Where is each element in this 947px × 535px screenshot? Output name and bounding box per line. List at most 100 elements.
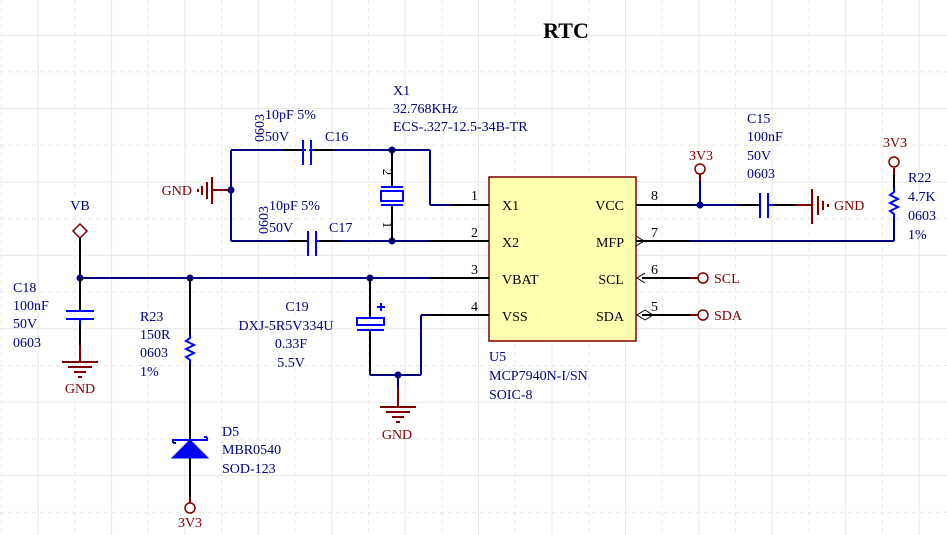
gnd-c19-symbol[interactable]: GND xyxy=(380,388,416,443)
u5-body[interactable] xyxy=(488,176,637,342)
vcc-r22-label: 3V3 xyxy=(883,136,907,151)
vb-label: VB xyxy=(70,199,89,214)
net-port-icon xyxy=(697,272,709,284)
c18-package: 0603 xyxy=(13,336,41,351)
d5-ref: D5 xyxy=(222,425,239,440)
u5-pin-name-scl: SCL xyxy=(598,273,624,288)
u5-pin-name-sda: SDA xyxy=(596,310,625,325)
gnd-c18-symbol[interactable]: GND xyxy=(62,345,98,397)
c17-capacitor-icon[interactable] xyxy=(307,231,320,256)
c19-value: 0.33F xyxy=(275,337,308,352)
u5-pin-num-1: 1 xyxy=(471,189,478,204)
c18-voltage: 50V xyxy=(13,317,37,332)
r23-resistor-icon[interactable] xyxy=(183,334,197,364)
sheet-title: RTC xyxy=(543,18,589,43)
gnd-c15-symbol[interactable]: GND xyxy=(795,189,864,224)
r23-ref: R23 xyxy=(140,310,163,325)
c18-capacitor-icon[interactable] xyxy=(66,310,94,324)
c15-capacitor-icon[interactable] xyxy=(759,193,773,218)
d5-schottky-diode-icon[interactable] xyxy=(170,436,210,459)
u5-pin-name-x1: X1 xyxy=(502,199,519,214)
u5-pin-num-6: 6 xyxy=(651,263,658,278)
u5-pin-num-8: 8 xyxy=(651,189,658,204)
c18-ref: C18 xyxy=(13,281,36,296)
vcc-decoupling: 3V3 GND C15 100nF 50V 0603 xyxy=(689,112,864,224)
vcc-u5-label: 3V3 xyxy=(689,149,713,164)
mfp-output-marker xyxy=(635,235,645,247)
u5-pin-name-mfp: MFP xyxy=(596,236,624,251)
r23-value: 150R xyxy=(140,328,171,343)
c15-value: 100nF xyxy=(747,130,783,145)
c16-package: 0603 xyxy=(253,114,268,142)
gnd-crystal-label: GND xyxy=(162,184,192,199)
vcc-u5-port[interactable]: 3V3 xyxy=(689,149,713,175)
mfp-pullup: 3V3 R22 4.7K 0603 1% xyxy=(690,136,936,243)
u5-pin-num-2: 2 xyxy=(471,226,478,241)
sda-port[interactable]: SDA xyxy=(697,309,743,324)
vcc-r22-port[interactable]: 3V3 xyxy=(883,136,907,168)
c19-ref: C19 xyxy=(285,300,308,315)
d5-part: MBR0540 xyxy=(222,443,281,458)
u5-pin-name-vss: VSS xyxy=(502,310,528,325)
vcc-d5-label: 3V3 xyxy=(178,516,202,531)
scl-port[interactable]: SCL xyxy=(697,272,740,287)
r22-package: 0603 xyxy=(908,209,936,224)
u5-ref: U5 xyxy=(489,350,506,365)
x1-part: ECS-.327-12.5-34B-TR xyxy=(393,120,528,135)
gnd-c15-label: GND xyxy=(834,199,864,214)
x1-ref: X1 xyxy=(393,84,410,99)
c15-ref: C15 xyxy=(747,112,770,127)
vbat-network: VB GND C18 100nF 50V 0603 xyxy=(13,199,430,531)
r23-tolerance: 1% xyxy=(140,365,159,380)
net-port-icon xyxy=(697,309,709,321)
x1-pin-bottom: 1 xyxy=(380,222,395,229)
sda-bidir-marker-in xyxy=(636,309,646,321)
u5-ic[interactable]: 1 2 3 4 X1 X2 VBAT VSS 8 7 6 5 VCC MFP S… xyxy=(430,176,690,403)
sda-label: SDA xyxy=(714,309,743,324)
c19-voltage: 5.5V xyxy=(277,356,305,371)
gnd-c19-label: GND xyxy=(382,428,412,443)
c16-ref: C16 xyxy=(325,130,348,145)
c18-value: 100nF xyxy=(13,299,49,314)
gnd-crystal-symbol[interactable]: GND xyxy=(162,177,231,204)
u5-pin-name-vbat: VBAT xyxy=(502,273,539,288)
power-port-icon xyxy=(184,502,196,514)
x1-pin-top: 2 xyxy=(380,169,395,176)
vcc-d5-port[interactable]: 3V3 xyxy=(178,502,202,531)
r22-value: 4.7K xyxy=(908,190,936,205)
gnd-c18-label: GND xyxy=(65,382,95,397)
scl-label: SCL xyxy=(714,272,740,287)
c16-value: 10pF 5% xyxy=(265,108,316,123)
u5-pin-num-3: 3 xyxy=(471,263,478,278)
u5-pin-num-7: 7 xyxy=(651,226,658,241)
c17-voltage: 50V xyxy=(269,221,293,236)
r22-tolerance: 1% xyxy=(908,228,927,243)
x1-crystal-icon[interactable] xyxy=(380,186,404,206)
c15-package: 0603 xyxy=(747,167,775,182)
power-port-icon xyxy=(888,156,900,168)
u5-pin-name-vcc: VCC xyxy=(595,199,624,214)
c16-voltage: 50V xyxy=(265,130,289,145)
scl-input-marker xyxy=(636,272,646,284)
c19-part: DXJ-5R5V334U xyxy=(239,319,334,334)
c17-package: 0603 xyxy=(257,206,272,234)
junction xyxy=(227,186,235,194)
sda-bidir-marker-out xyxy=(644,309,654,321)
power-port-icon xyxy=(694,163,706,175)
x1-value: 32.768KHz xyxy=(393,102,458,117)
u5-package: SOIC-8 xyxy=(489,388,533,403)
i2c-ports: SCL SDA xyxy=(690,272,743,324)
crystal-network: GND 0603 10pF 5% 50V C16 0603 xyxy=(162,84,528,256)
c17-value: 10pF 5% xyxy=(269,199,320,214)
r22-resistor-icon[interactable] xyxy=(887,188,901,218)
r23-package: 0603 xyxy=(140,346,168,361)
c15-voltage: 50V xyxy=(747,149,771,164)
u5-pin-num-4: 4 xyxy=(471,300,478,315)
u5-part: MCP7940N-I/SN xyxy=(489,369,588,384)
u5-pin-num-5: 5 xyxy=(651,300,658,315)
r22-ref: R22 xyxy=(908,171,931,186)
d5-package: SOD-123 xyxy=(222,462,276,477)
c17-ref: C17 xyxy=(329,221,352,236)
c16-capacitor-icon[interactable] xyxy=(302,140,314,165)
